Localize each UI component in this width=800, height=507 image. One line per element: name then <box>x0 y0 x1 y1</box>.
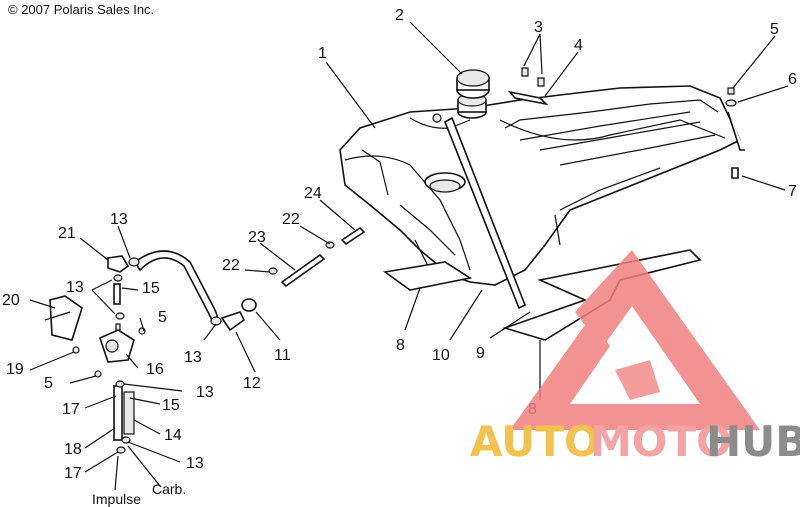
callout-1: 1 <box>318 45 327 62</box>
callout-12: 12 <box>243 375 261 392</box>
watermark-moto: MOTO <box>590 417 732 466</box>
callout-9: 9 <box>476 345 485 362</box>
callout-5-mid: 5 <box>158 309 167 326</box>
callout-5-low: 5 <box>44 375 53 392</box>
fuel-valve-assembly <box>44 255 146 454</box>
leader-lines <box>29 21 789 491</box>
callout-22-right: 22 <box>282 211 300 228</box>
line-pieces-22-24 <box>268 226 366 288</box>
callout-13-bottom: 13 <box>186 455 204 472</box>
callout-7: 7 <box>788 183 797 200</box>
fittings-part-11-12 <box>210 298 257 332</box>
callout-17-top: 17 <box>62 401 80 418</box>
callout-13-left: 13 <box>66 279 84 296</box>
callout-14: 14 <box>164 427 182 444</box>
callout-3: 3 <box>534 19 543 36</box>
callout-16: 16 <box>146 361 164 378</box>
callout-13-mid: 13 <box>184 349 202 366</box>
callout-21: 21 <box>58 225 76 242</box>
callout-17-bottom: 17 <box>64 465 82 482</box>
callout-24: 24 <box>304 185 322 202</box>
callout-6: 6 <box>788 71 797 88</box>
automotohub-logo <box>510 250 760 430</box>
impulse-label: Impulse <box>92 491 141 507</box>
logo-inner-mark <box>615 360 660 400</box>
screws-part-3 <box>521 67 545 87</box>
callout-22-left: 22 <box>222 257 240 274</box>
copyright-text: © 2007 Polaris Sales Inc. <box>8 2 154 17</box>
watermark-auto: AUTO <box>470 417 600 466</box>
callout-5-top: 5 <box>770 21 779 38</box>
callout-8-left: 8 <box>396 337 405 354</box>
logo-triangle-icon <box>510 250 760 430</box>
fuel-cap <box>456 69 490 99</box>
callout-19: 19 <box>6 361 24 378</box>
bracket-part-4 <box>507 90 549 106</box>
carb-label: Carb. <box>152 481 186 497</box>
callout-15-bottom: 15 <box>162 397 180 414</box>
callout-13-top: 13 <box>110 211 128 228</box>
callout-10: 10 <box>432 347 450 364</box>
callout-11: 11 <box>274 347 291 364</box>
callout-15-top: 15 <box>142 280 160 297</box>
fasteners-part-5-6-7 <box>725 87 745 179</box>
callout-13-right: 13 <box>196 384 214 401</box>
callout-4: 4 <box>574 37 583 54</box>
callout-18: 18 <box>64 441 82 458</box>
callout-2: 2 <box>395 7 404 24</box>
fuel-tank <box>339 85 742 310</box>
callout-20: 20 <box>2 292 20 309</box>
watermark-hub: HUB <box>706 417 800 466</box>
callout-23: 23 <box>248 229 266 246</box>
heat-shield-left <box>382 261 473 291</box>
callout-numbers: 1 2 3 4 5 6 7 8 8 9 10 11 12 13 13 13 13… <box>2 7 797 482</box>
